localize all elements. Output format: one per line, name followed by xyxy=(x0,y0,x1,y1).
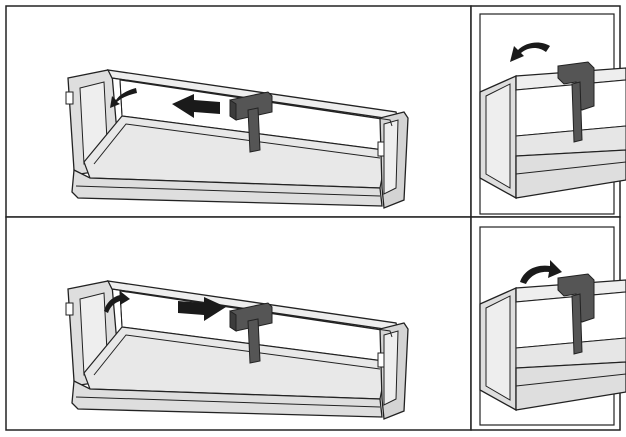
curved-arrow-up-icon xyxy=(104,291,130,313)
step-2-detail-view xyxy=(479,260,626,411)
step-2-tray xyxy=(65,280,409,420)
curved-arrow-left-icon xyxy=(110,88,137,108)
arrow-left-icon xyxy=(172,94,220,118)
step-1-detail-view xyxy=(479,42,626,199)
rotate-counterclockwise-icon xyxy=(510,42,550,62)
arrow-right-icon xyxy=(178,297,226,321)
step-1-tray xyxy=(65,69,409,209)
rotate-clockwise-icon xyxy=(520,260,562,284)
